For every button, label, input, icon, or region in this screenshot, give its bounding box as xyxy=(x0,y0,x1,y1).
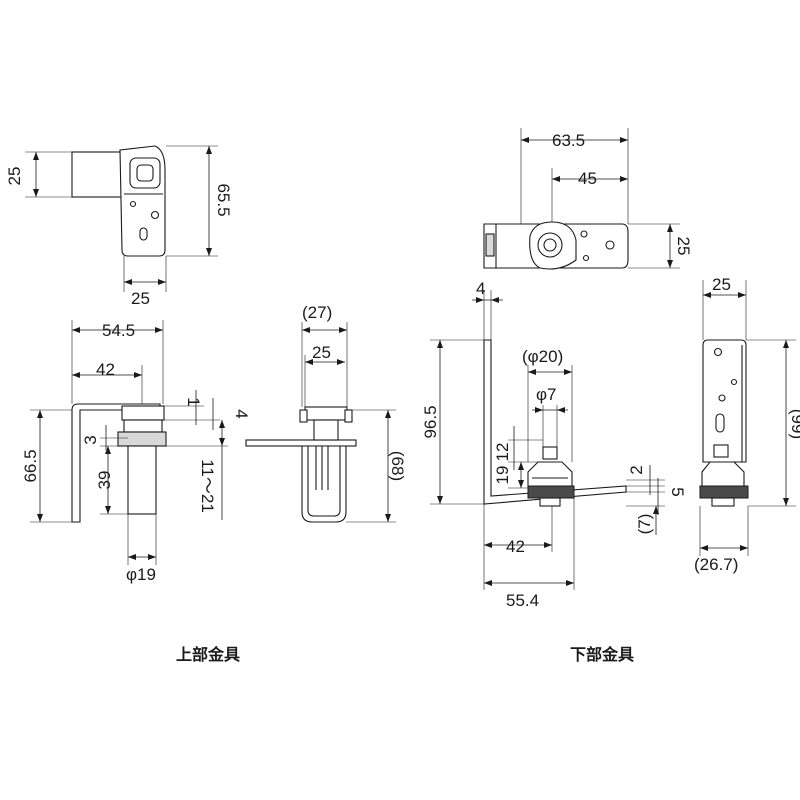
dim-upper-side-overall: (27) xyxy=(302,303,332,322)
upper-front-view: 54.5 42 66.5 3 39 1 4 11～21 φ19 xyxy=(21,320,251,584)
dim-lower-dia-inner: φ7 xyxy=(536,385,556,404)
dim-upper-t1: 1 xyxy=(184,397,203,406)
dim-upper-overall-width: 54.5 xyxy=(102,321,135,340)
dim-upper-dia: φ19 xyxy=(126,565,156,584)
dim-lower-t7: (7) xyxy=(635,514,654,535)
dim-lower-h12: 12 xyxy=(493,443,512,462)
dim-lower-t5: 5 xyxy=(668,487,687,496)
dim-lower-thickness: 4 xyxy=(476,279,485,298)
screw-hole xyxy=(582,254,590,262)
dim-lower-top-overall: 63.5 xyxy=(552,131,585,150)
dim-lower-h19: 19 xyxy=(493,466,512,485)
screw-hole xyxy=(718,394,726,402)
dim-lower-arm: 42 xyxy=(506,537,525,556)
screw-hole xyxy=(129,200,137,208)
lower-side-base xyxy=(711,497,735,507)
lower-top-pivot-inner xyxy=(543,238,557,252)
screw-hole xyxy=(150,210,160,220)
dim-upper-pin: 39 xyxy=(95,471,114,490)
dim-upper-height: 66.5 xyxy=(21,449,40,482)
lower-front-body xyxy=(527,461,573,487)
screw-hole xyxy=(713,347,723,357)
lower-side-nut xyxy=(699,485,749,499)
dim-lower-side-bottom: (26.7) xyxy=(694,555,738,574)
dim-lower-overall: 55.4 xyxy=(506,591,539,610)
upper-side-view: (27) 25 (68) xyxy=(245,303,407,523)
lower-front-view: 4 96.5 (φ20) φ7 12 19 42 55.4 2 5 (7) xyxy=(421,279,687,610)
dim-lower-height: 96.5 xyxy=(421,405,440,438)
upper-side-head xyxy=(304,406,348,421)
dim-lower-dia-outer: (φ20) xyxy=(522,347,563,366)
caption-upper: 上部金具 xyxy=(176,645,240,664)
slot-hole xyxy=(715,413,725,433)
screw-hole xyxy=(580,230,588,238)
upper-top-plate-left xyxy=(71,151,125,198)
screw-hole xyxy=(730,378,738,386)
dim-lower-top-holes: 45 xyxy=(578,169,597,188)
dim-upper-side-height: (68) xyxy=(388,451,407,481)
dim-upper-t3: 3 xyxy=(81,435,100,444)
screw-hole xyxy=(605,240,615,250)
lower-side-view: 25 (99) (26.7) xyxy=(694,275,800,574)
upper-front-collar xyxy=(123,419,163,433)
upper-side-lug xyxy=(344,409,353,423)
lower-front-base xyxy=(539,497,561,507)
upper-side-plate xyxy=(245,439,357,447)
upper-front-hinge-head xyxy=(121,405,165,421)
dim-lower-side-width: 25 xyxy=(712,275,731,294)
upper-side-collar xyxy=(313,419,339,441)
dim-upper-adjust: 11～21 xyxy=(198,459,217,513)
slot-hole xyxy=(139,227,148,241)
lower-front-pin xyxy=(542,446,558,460)
upper-front-flange xyxy=(117,431,167,447)
lower-front-nut xyxy=(527,485,575,499)
upper-top-boss-inner xyxy=(136,164,154,182)
dim-upper-top-width: 25 xyxy=(131,289,150,308)
upper-top-view: 25 25 65.5 xyxy=(5,145,233,308)
lower-top-view: 63.5 45 25 xyxy=(483,128,693,270)
lower-side-body xyxy=(701,461,745,487)
dim-upper-top-height-left: 25 xyxy=(5,167,24,186)
caption-lower: 下部金具 xyxy=(570,645,634,664)
dim-lower-t2: 2 xyxy=(627,465,646,474)
dim-upper-arm: 42 xyxy=(96,360,115,379)
dim-lower-top-height: 25 xyxy=(674,237,693,256)
lower-side-pin xyxy=(713,444,729,458)
dim-upper-t2: 4 xyxy=(232,409,251,418)
dim-lower-side-height: (99) xyxy=(788,409,800,439)
upper-front-pin xyxy=(127,445,157,515)
upper-side-lug xyxy=(299,409,308,423)
lower-top-edge xyxy=(485,233,495,257)
dim-upper-side-width: 25 xyxy=(312,343,331,362)
dim-upper-top-height-right: 65.5 xyxy=(214,183,233,216)
upper-side-bracket xyxy=(301,445,347,523)
lower-side-plate xyxy=(702,339,747,463)
